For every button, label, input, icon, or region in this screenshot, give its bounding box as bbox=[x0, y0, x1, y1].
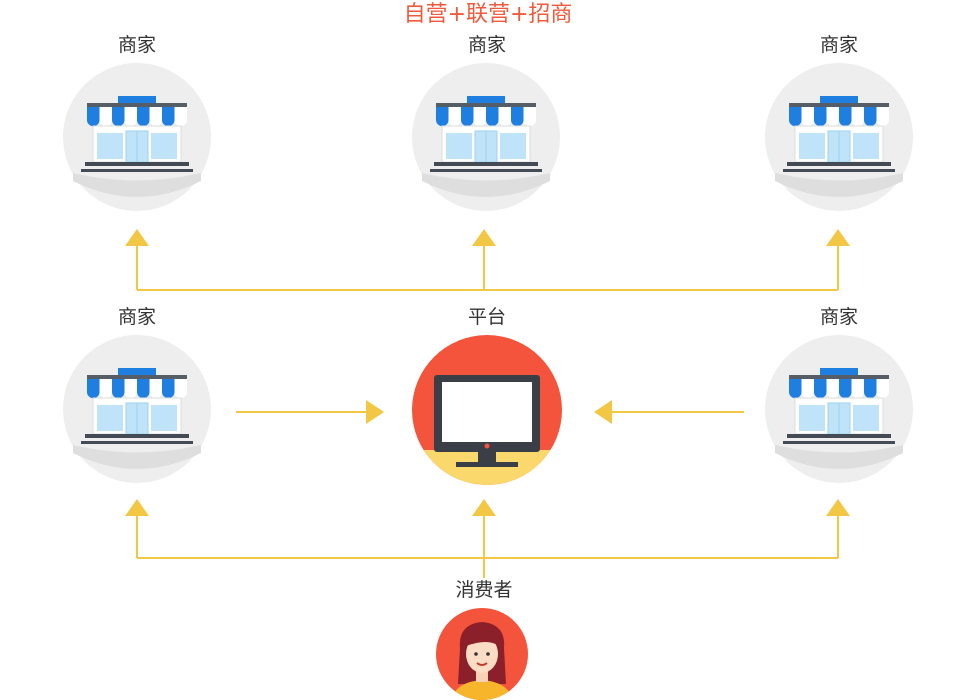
store-icon bbox=[63, 63, 211, 211]
diagram-title: 自营+联营+招商 bbox=[403, 2, 573, 27]
store-icon bbox=[765, 335, 913, 483]
connector-top-bus bbox=[136, 245, 839, 291]
platform-label: 平台 bbox=[467, 306, 506, 328]
arrowhead-right-to-platform bbox=[366, 400, 384, 424]
store-icon bbox=[765, 63, 913, 211]
merchant-mid-left-label: 商家 bbox=[117, 306, 156, 328]
arrowhead-up-bottom-left bbox=[125, 499, 149, 516]
connector-bottom-bus bbox=[136, 516, 839, 578]
woman-avatar-icon bbox=[436, 608, 528, 700]
arrowhead-up-top-center bbox=[472, 229, 496, 246]
platform-node bbox=[412, 335, 562, 485]
merchant-top-right-label: 商家 bbox=[819, 34, 858, 56]
monitor-icon bbox=[412, 335, 562, 485]
consumer-node bbox=[436, 608, 528, 700]
merchant-top-center-node bbox=[412, 63, 560, 211]
arrowhead-up-bottom-center bbox=[472, 499, 496, 516]
merchant-top-center-label: 商家 bbox=[467, 34, 506, 56]
store-icon bbox=[412, 63, 560, 211]
merchant-mid-left-node bbox=[63, 335, 211, 483]
arrowhead-left-to-platform bbox=[594, 400, 612, 424]
consumer-label: 消费者 bbox=[455, 579, 513, 601]
merchant-mid-right-node bbox=[765, 335, 913, 483]
arrowhead-up-top-left bbox=[125, 229, 149, 246]
arrowhead-up-bottom-right bbox=[826, 499, 850, 516]
arrowhead-up-top-right bbox=[826, 229, 850, 246]
merchant-top-left-label: 商家 bbox=[117, 34, 156, 56]
store-icon bbox=[63, 335, 211, 483]
merchant-mid-right-label: 商家 bbox=[819, 306, 858, 328]
merchant-top-left-node bbox=[63, 63, 211, 211]
merchant-top-right-node bbox=[765, 63, 913, 211]
